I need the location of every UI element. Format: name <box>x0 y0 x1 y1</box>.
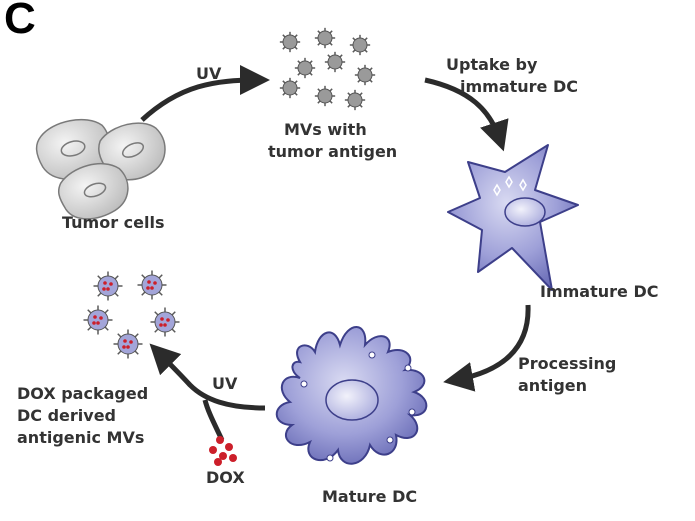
label-immature-dc: Immature DC <box>540 282 659 301</box>
microvesicle <box>314 27 336 49</box>
dox-microvesicle <box>150 307 180 337</box>
dox-particle <box>146 286 150 290</box>
microvesicle <box>279 31 301 53</box>
microvesicle <box>294 57 316 79</box>
dox-particle <box>166 318 170 322</box>
arrow-dox-join <box>202 399 225 442</box>
dox-particle <box>147 280 151 284</box>
dox-particle <box>123 339 127 343</box>
mvs-tumor-antigen-icon <box>279 27 376 111</box>
microvesicle <box>314 85 336 107</box>
dox-microvesicle <box>93 271 123 301</box>
dox-particle <box>163 323 167 327</box>
dox-particle <box>129 340 133 344</box>
arrow-processing <box>443 304 531 392</box>
microvesicle <box>354 64 376 86</box>
label-mvs-line2: tumor antigen <box>268 142 398 161</box>
dox-icon <box>209 436 237 466</box>
dox-particle <box>160 317 164 321</box>
label-uv-bottom: UV <box>212 374 238 393</box>
dox-microvesicle <box>137 270 167 300</box>
label-uv-top: UV <box>196 64 222 83</box>
dox-particle <box>106 287 110 291</box>
arrow-uptake <box>424 77 509 152</box>
dox-particle <box>126 345 130 349</box>
dox-particle <box>102 287 106 291</box>
label-tumor-cells: Tumor cells <box>62 213 165 232</box>
dox-particle <box>109 282 113 286</box>
dox-microvesicle <box>113 329 143 359</box>
dox-particle <box>153 281 157 285</box>
dox-packaged-mvs-icon <box>83 270 180 359</box>
dox-particle <box>122 345 126 349</box>
microvesicle <box>279 77 301 99</box>
dox-particle <box>103 281 107 285</box>
dox-microvesicle <box>83 305 113 335</box>
dox-particle <box>96 321 100 325</box>
immature-dc-icon <box>447 144 579 291</box>
panel-letter: C <box>4 0 36 43</box>
label-processing-line1: Processing <box>518 354 617 373</box>
mature-dc-icon <box>275 326 428 465</box>
label-dox-packaged-line2: DC derived <box>17 406 117 425</box>
arrow-uv-top <box>140 65 270 122</box>
tumor-cells-icon <box>35 118 166 220</box>
label-dox-packaged-line3: antigenic MVs <box>17 428 145 447</box>
arrow-uv-bottom <box>149 343 266 411</box>
label-mvs-line1: MVs with <box>284 120 367 139</box>
label-dox: DOX <box>206 468 245 487</box>
dox-particle <box>92 321 96 325</box>
label-uptake-line1: Uptake by <box>446 55 538 74</box>
label-processing-line2: antigen <box>518 376 588 395</box>
dox-particle <box>99 316 103 320</box>
microvesicle <box>344 89 366 111</box>
label-uptake-line2: immature DC <box>460 77 578 96</box>
dox-particle <box>159 323 163 327</box>
microvesicle <box>324 51 346 73</box>
label-dox-packaged-line1: DOX packaged <box>17 384 149 403</box>
label-mature-dc: Mature DC <box>322 487 418 506</box>
microvesicle <box>349 34 371 56</box>
dox-particle <box>150 286 154 290</box>
dox-particle <box>93 315 97 319</box>
